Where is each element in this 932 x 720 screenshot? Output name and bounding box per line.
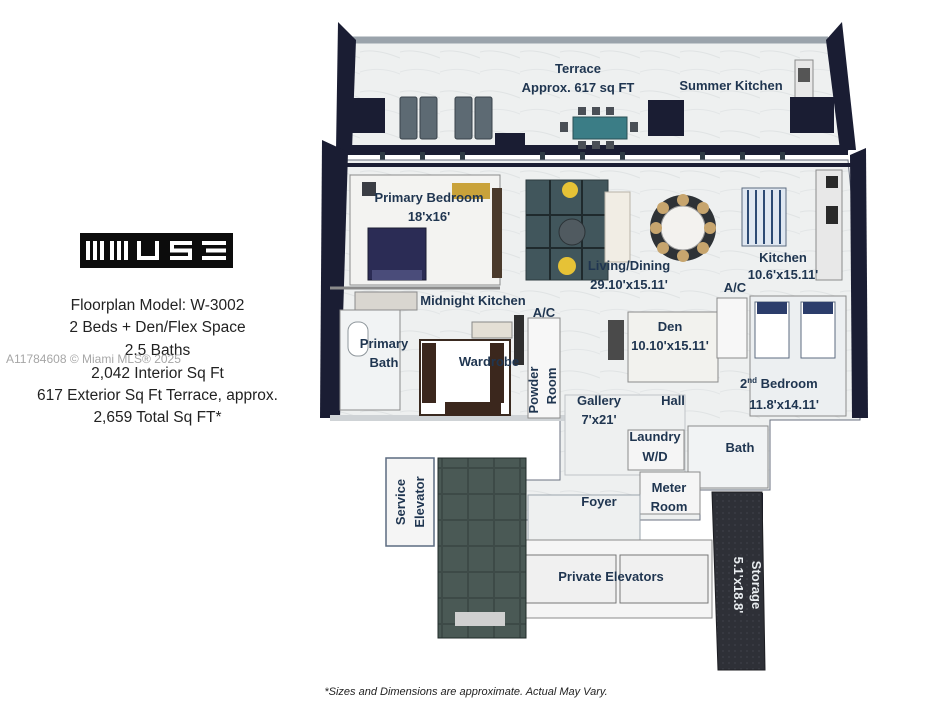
- interior-sqft: 2,042 Interior Sq Ft: [91, 365, 224, 382]
- label-laundry: Laundry: [629, 429, 681, 444]
- label-ac-2: A/C: [724, 280, 747, 295]
- kitchen-room: [741, 169, 843, 281]
- label-midnight-kitchen: Midnight Kitchen: [420, 293, 525, 308]
- label-primary-bedroom-dim: 18'x16': [408, 209, 450, 224]
- primary-bedroom: [349, 174, 502, 286]
- living-dining-room: [525, 179, 716, 281]
- beds-count: 2 Beds + Den/Flex Space: [69, 319, 246, 336]
- muse-logo: [80, 233, 233, 268]
- label-primary-bath-line1: Primary: [360, 336, 409, 351]
- label-meter-line1: Meter: [652, 480, 687, 495]
- lower-interior-rooms: [330, 286, 847, 419]
- storage-room: [711, 491, 766, 671]
- mls-watermark: A11784608 © Miami MLS® 2025: [6, 352, 181, 366]
- label-service-line1: Service: [393, 479, 408, 525]
- service-elevator-lobby: [385, 457, 527, 639]
- label-gallery-dim: 7'x21': [581, 412, 616, 427]
- label-foyer: Foyer: [581, 494, 616, 509]
- label-den: Den: [658, 319, 683, 334]
- muse-logo-mark: [86, 241, 226, 260]
- terrace-dining-table: [560, 107, 638, 149]
- label-bath: Bath: [726, 440, 755, 455]
- label-laundry-wd: W/D: [642, 449, 667, 464]
- label-powder-line1: Powder: [526, 367, 541, 414]
- terrace-planters: [345, 97, 834, 153]
- label-private-elevators: Private Elevators: [558, 569, 664, 584]
- terrace-loungers: [399, 96, 493, 140]
- total-sqft: 2,659 Total Sq FT*: [93, 409, 222, 426]
- floorplan-model: Floorplan Model: W-3002: [70, 297, 245, 314]
- label-kitchen-dim: 10.6'x15.11': [748, 267, 819, 282]
- label-terrace: Terrace: [555, 61, 601, 76]
- label-den-dim: 10.10'x15.11': [631, 338, 709, 353]
- label-second-bedroom-dim: 11.8'x14.11': [749, 397, 819, 412]
- room-labels: Terrace Approx. 617 sq FT Summer Kitchen…: [360, 61, 819, 613]
- label-summer-kitchen: Summer Kitchen: [679, 78, 782, 93]
- label-service-line2: Elevator: [412, 476, 427, 527]
- private-elevators-area: [509, 539, 713, 619]
- label-terrace-area: Approx. 617 sq FT: [522, 80, 635, 95]
- label-hall: Hall: [661, 393, 685, 408]
- label-primary-bedroom: Primary Bedroom: [374, 190, 483, 205]
- baths-count: 2.5 Baths: [124, 342, 191, 359]
- label-meter-line2: Room: [651, 499, 688, 514]
- label-ac-1: A/C: [533, 305, 556, 320]
- label-powder-line2: Room: [544, 368, 559, 405]
- label-storage: Storage: [749, 561, 764, 609]
- label-living-dining-dim: 29.10'x15.11': [590, 277, 668, 292]
- label-primary-bath-line2: Bath: [370, 355, 399, 370]
- exterior-sqft: 617 Exterior Sq Ft Terrace, approx.: [37, 387, 278, 404]
- label-wardrobe: Wardrobe: [459, 354, 519, 369]
- label-storage-dim: 5.1'x18.8': [731, 557, 746, 614]
- label-living-dining: Living/Dining: [588, 258, 670, 273]
- label-kitchen: Kitchen: [759, 250, 807, 265]
- disclaimer-footnote: *Sizes and Dimensions are approximate. A…: [324, 686, 608, 698]
- label-second-bedroom: 2nd Bedroom: [740, 376, 818, 391]
- label-gallery: Gallery: [577, 393, 622, 408]
